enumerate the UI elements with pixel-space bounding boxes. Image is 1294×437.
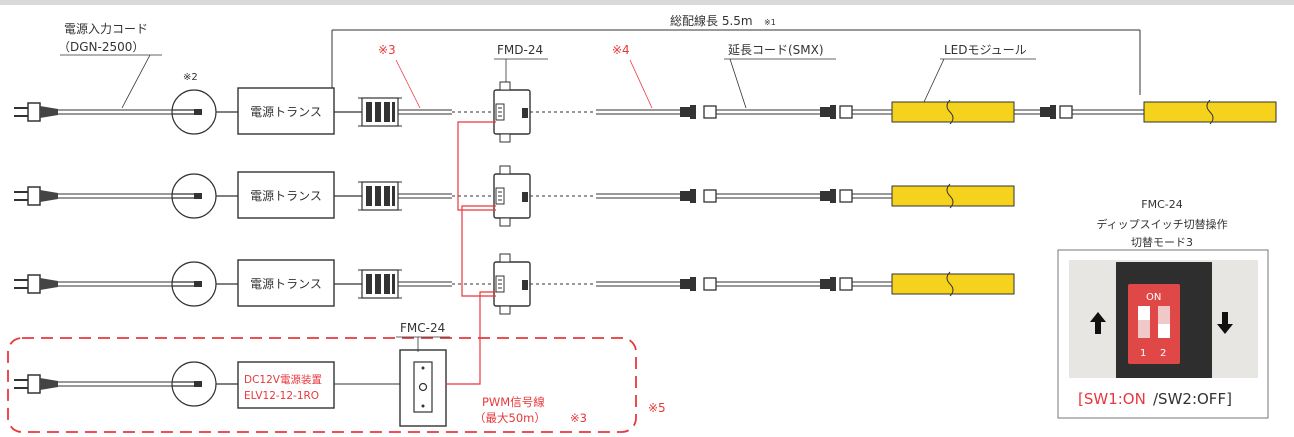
status-sw1: [SW1:ON [1078, 390, 1146, 408]
transformer-label: 電源トランス [250, 277, 322, 291]
connector-icon [1040, 105, 1056, 119]
plug-icon [13, 374, 59, 394]
connector-icon [820, 189, 836, 203]
row-2: 電源トランス [13, 165, 1015, 227]
connector-box-icon [839, 277, 853, 291]
arrow-down-icon [1217, 312, 1233, 334]
dc-supply-model: ELV12-12-1RO [244, 390, 319, 402]
fmd-24-icon [493, 165, 531, 227]
extension-label: 延長コード(SMX) [728, 43, 824, 57]
transformer-label: 電源トランス [250, 105, 322, 119]
led-module [891, 185, 1015, 207]
dip-label-1: 1 [1140, 348, 1146, 359]
connector-icon [680, 189, 696, 203]
connector-icon [820, 277, 836, 291]
terminal-block-icon [357, 269, 403, 299]
row-1: 電源トランス [13, 81, 1277, 143]
connector-box-icon [839, 189, 853, 203]
arrow-up-icon [1090, 312, 1106, 334]
power-cord-model: （DGN-2500） [58, 40, 144, 54]
connector-box-icon [1059, 105, 1073, 119]
transformer-label: 電源トランス [250, 189, 322, 203]
note-5: ※5 [648, 401, 666, 415]
connector-box-icon [703, 277, 717, 291]
pwm-signal-wiring [457, 121, 496, 385]
pwm-note: ※3 [570, 411, 587, 425]
dip-lever-1[interactable] [1138, 306, 1150, 320]
power-cord-label: 電源入力コード [64, 22, 148, 36]
dip-switch [1128, 284, 1180, 364]
fmd-24-icon [493, 253, 531, 315]
dc-supply-box [237, 361, 335, 409]
total-length-label: 総配線長 5.5m [670, 13, 753, 28]
led-module [891, 273, 1015, 295]
transformer-box [237, 259, 335, 307]
pwm-max-length: （最大50m） [474, 411, 546, 425]
note-4: ※4 [612, 43, 630, 57]
optional-area-border [7, 337, 637, 433]
break-circle-icon [171, 261, 217, 307]
connector-box-icon [839, 105, 853, 119]
connector-box-icon [703, 105, 717, 119]
transformer-box [237, 171, 335, 219]
led-label: LEDモジュール [944, 43, 1027, 57]
row-3: 電源トランス [13, 253, 1015, 315]
dip-label-2: 2 [1160, 348, 1166, 359]
connector-icon [680, 105, 696, 119]
pwm-label: PWM信号線 [482, 395, 545, 409]
dip-on-label: ON [1146, 292, 1161, 303]
row-4: DC12V電源装置 ELV12-12-1RO [13, 349, 470, 427]
connector-box-icon [703, 189, 717, 203]
fmd-24-icon [493, 81, 531, 143]
panel-title: FMC-24 [1141, 198, 1182, 211]
terminal-block-icon [357, 97, 403, 127]
break-circle-icon [171, 361, 217, 407]
connector-icon [820, 105, 836, 119]
break-circle-icon [171, 89, 217, 135]
transformer-box [237, 87, 335, 135]
power-cord-leader [121, 54, 151, 109]
led-module [891, 101, 1015, 123]
top-bar [0, 0, 1294, 5]
fmd-label: FMD-24 [497, 43, 543, 57]
fmc-24-knob-icon [418, 382, 428, 392]
fmc-label: FMC-24 [400, 321, 445, 335]
note-2: ※2 [183, 72, 198, 83]
note-3: ※3 [378, 43, 396, 57]
panel-subtitle: ディップスイッチ切替操作 [1096, 217, 1227, 231]
plug-icon [13, 102, 59, 122]
connector-icon [680, 277, 696, 291]
panel-mode: 切替モード3 [1131, 235, 1193, 249]
dip-lever-2[interactable] [1158, 324, 1170, 338]
plug-icon [13, 186, 59, 206]
terminal-block-icon [357, 181, 403, 211]
dc-supply-label: DC12V電源装置 [244, 373, 322, 386]
total-length-note: ※1 [764, 18, 776, 27]
break-circle-icon [171, 173, 217, 219]
plug-icon [13, 274, 59, 294]
status-sw2: /SW2:OFF] [1153, 390, 1232, 408]
